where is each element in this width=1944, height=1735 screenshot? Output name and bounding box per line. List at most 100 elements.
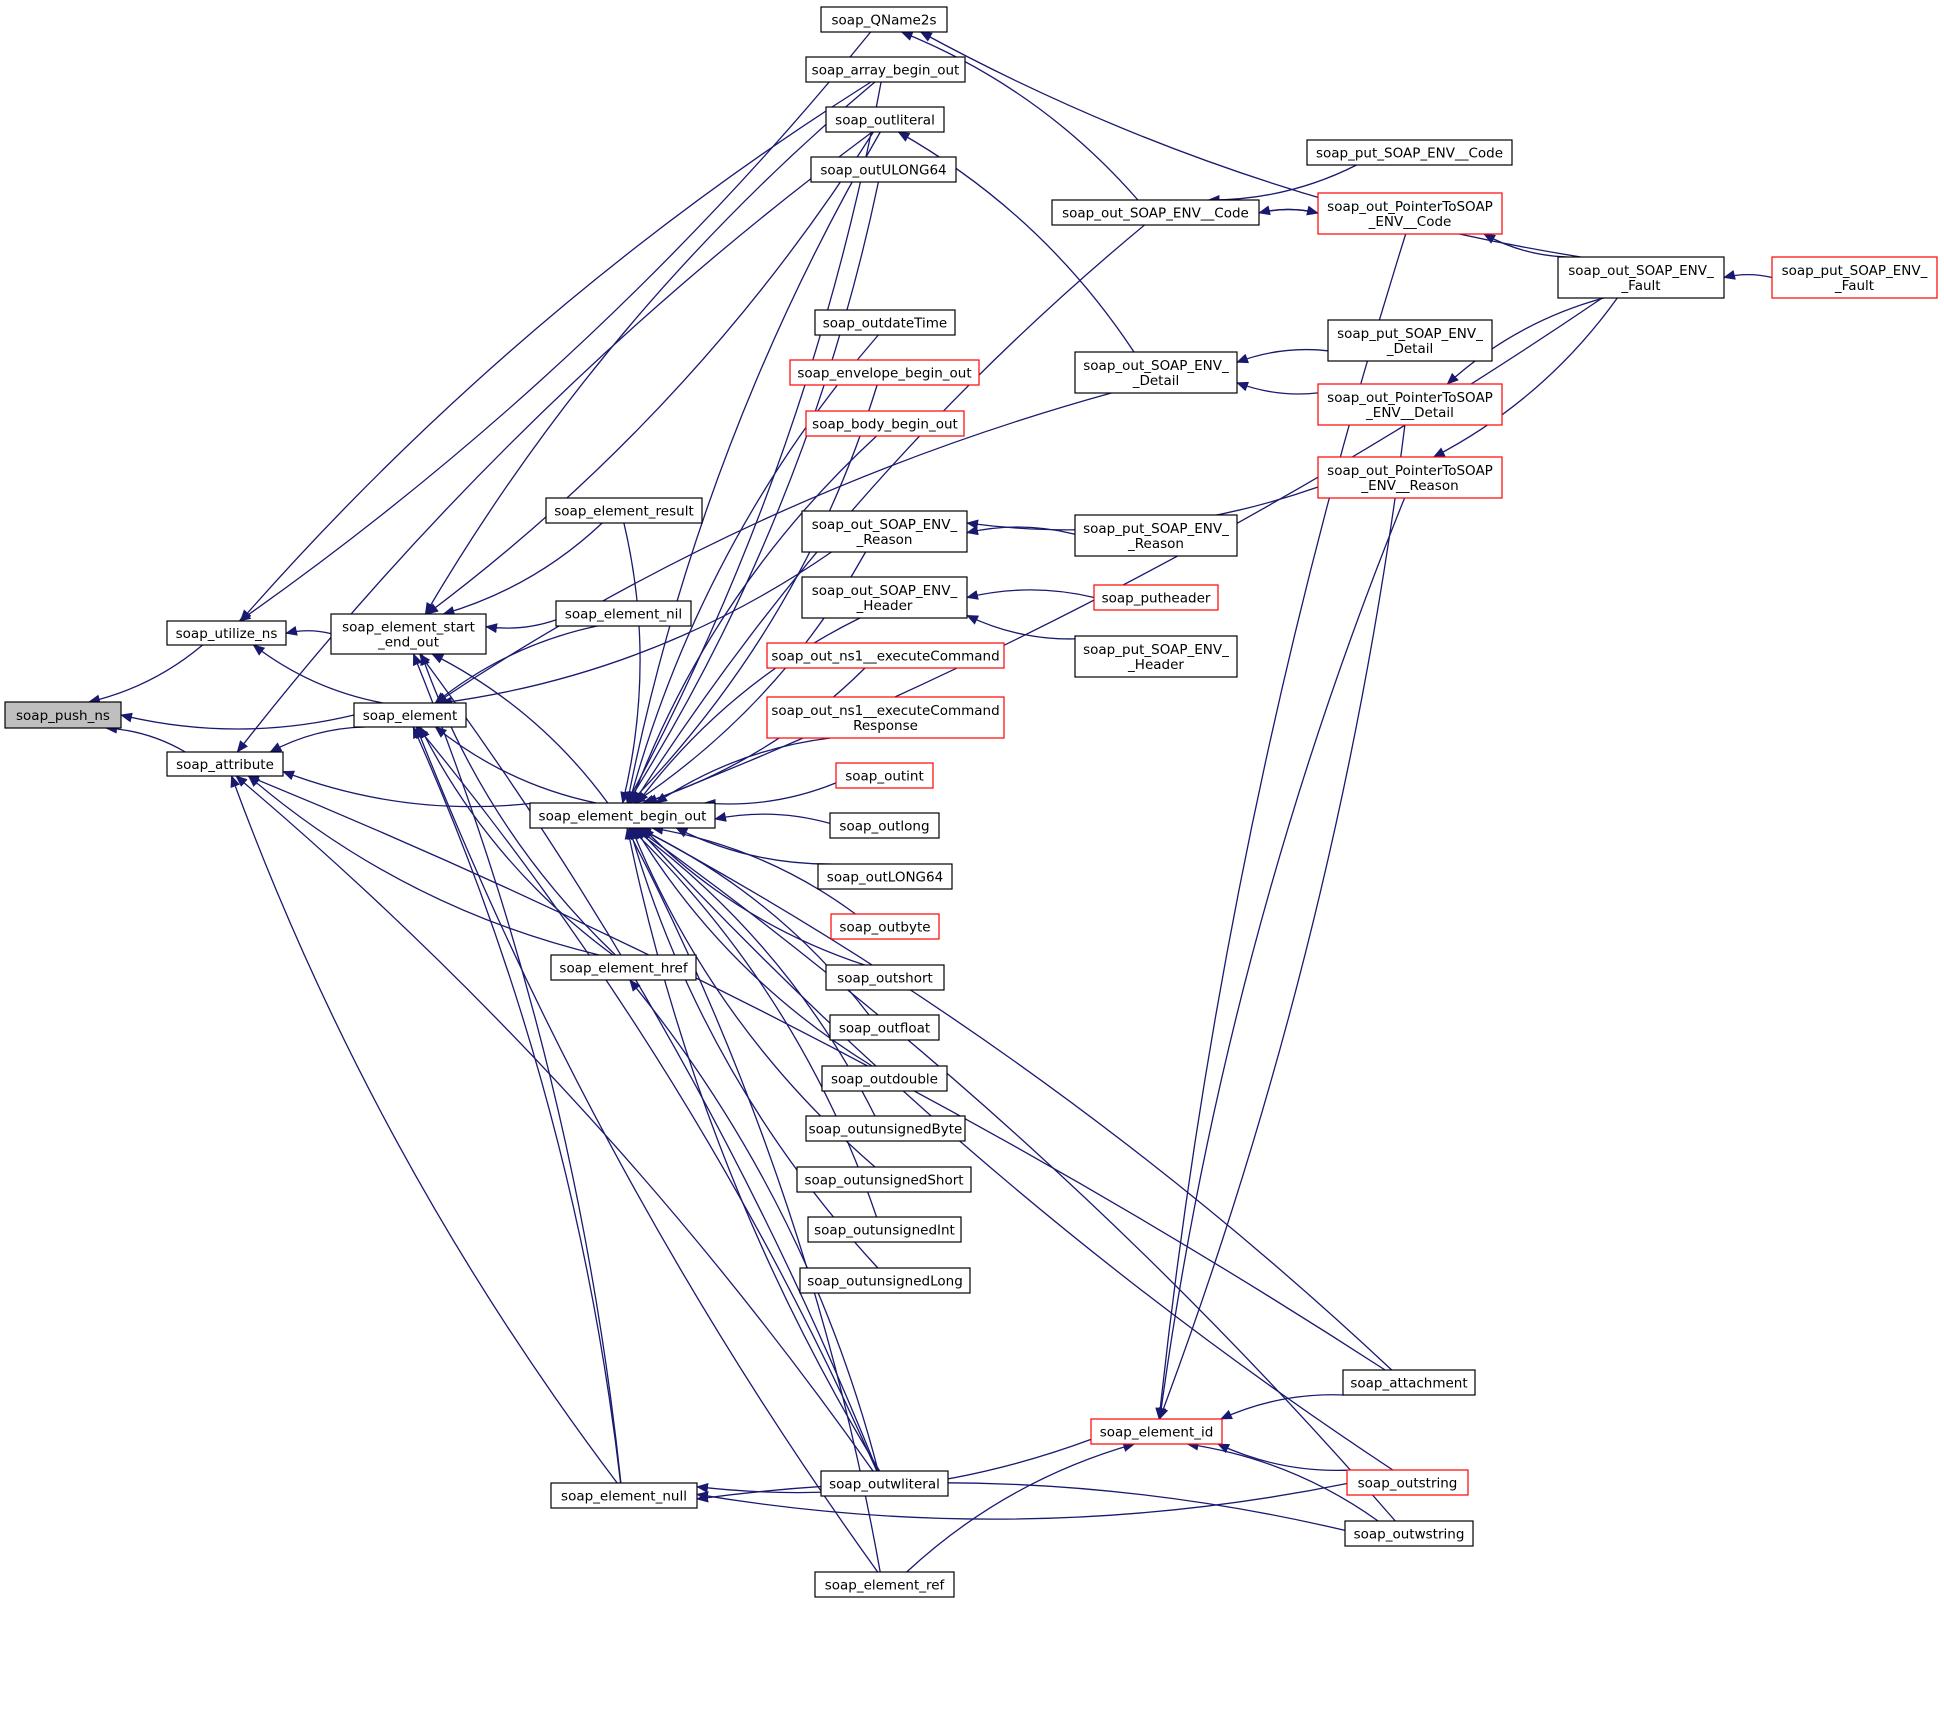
node-outlong[interactable]: soap_outlong — [829, 812, 940, 839]
edge-outdouble-to-begin_out — [634, 827, 873, 1067]
node-push-ns[interactable]: soap_push_ns — [4, 701, 122, 729]
node-box — [166, 620, 287, 646]
edge-out_detail-to-outliteral — [897, 131, 1135, 353]
node-qname2s[interactable]: soap_QName2s — [820, 6, 948, 33]
edge-ptr_detail-to-element_id — [1158, 424, 1406, 1420]
node-outULONG64[interactable]: soap_outULONG64 — [810, 156, 957, 183]
node-element[interactable]: soap_element — [353, 702, 467, 728]
node-box — [799, 1267, 971, 1294]
node-outLONG64[interactable]: soap_outLONG64 — [817, 863, 953, 890]
edge-begin_out-to-attribute — [282, 770, 531, 808]
node-box — [545, 497, 703, 524]
edge-out_fault-to-qname2s — [919, 31, 1582, 258]
node-element-href[interactable]: soap_element_href — [550, 954, 697, 981]
node-out-fault[interactable]: soap_out_SOAP_ENV__Fault — [1557, 256, 1725, 299]
node-outliteral[interactable]: soap_outliteral — [825, 106, 945, 133]
edge-putheader-to-out_header — [966, 589, 1095, 600]
node-outstring[interactable]: soap_outstring — [1346, 1469, 1469, 1496]
node-ptr-code[interactable]: soap_out_PointerToSOAP_ENV__Code — [1317, 192, 1503, 235]
node-out-code[interactable]: soap_out_SOAP_ENV__Code — [1051, 199, 1260, 226]
node-putheader[interactable]: soap_putheader — [1093, 584, 1219, 611]
edge-outwstring-to-element_null — [696, 1482, 1346, 1532]
node-element-id[interactable]: soap_element_id — [1090, 1418, 1223, 1445]
node-body-begin-out[interactable]: soap_body_begin_out — [805, 410, 965, 437]
node-box — [1051, 199, 1260, 226]
node-label: soap_out_ns1__executeCommand — [771, 649, 999, 665]
node-box — [817, 863, 953, 890]
edge-outint-to-begin_out — [703, 782, 837, 809]
node-box — [1557, 256, 1725, 299]
edge-element_result-to-begin_out — [620, 522, 641, 804]
edge-outwliteral-to-element — [416, 726, 878, 1472]
edge-put_header-to-out_header — [966, 614, 1076, 640]
node-label: soap_array_begin_out — [812, 63, 960, 79]
edge-element_ref-to-element_id — [906, 1442, 1136, 1573]
node-envelope-begin-out[interactable]: soap_envelope_begin_out — [789, 359, 980, 386]
node-label: _ENV__Code — [1368, 214, 1452, 230]
node-put-code[interactable]: soap_put_SOAP_ENV__Code — [1306, 139, 1513, 166]
node-box — [550, 954, 697, 981]
edge-out_ns1_cmd_resp-to-begin_out — [655, 737, 831, 804]
node-out-reason[interactable]: soap_out_SOAP_ENV__Reason — [801, 510, 968, 553]
edge-outliteral-to-begin_out — [624, 131, 881, 804]
edge-element_nil-to-start_end_out — [485, 619, 557, 634]
edge-outliteral-to-attribute — [236, 131, 873, 753]
node-outbyte[interactable]: soap_outbyte — [830, 913, 940, 940]
node-label: soap_element_nil — [565, 607, 682, 623]
node-outshort[interactable]: soap_outshort — [825, 964, 945, 991]
node-outfloat[interactable]: soap_outfloat — [829, 1014, 940, 1041]
node-ptr-detail[interactable]: soap_out_PointerToSOAP_ENV__Detail — [1317, 383, 1503, 426]
node-box — [796, 1166, 972, 1193]
node-array-begin-out[interactable]: soap_array_begin_out — [805, 56, 966, 83]
edge-out_fault-to-ptr_reason — [1432, 297, 1618, 458]
node-box — [820, 6, 948, 33]
edge-element_nil-to-element — [434, 625, 598, 704]
node-element-result[interactable]: soap_element_result — [545, 497, 703, 524]
node-outdateTime[interactable]: soap_outdateTime — [814, 309, 956, 336]
node-box — [805, 1115, 966, 1142]
node-out-ns1-cmd[interactable]: soap_out_ns1__executeCommand — [766, 642, 1005, 669]
edge-attachment-to-element_id — [1219, 1394, 1345, 1420]
node-put-fault[interactable]: soap_put_SOAP_ENV__Fault — [1771, 256, 1938, 299]
node-ptr-reason[interactable]: soap_out_PointerToSOAP_ENV__Reason — [1317, 456, 1503, 499]
edge-outwstring-to-begin_out — [635, 827, 1396, 1522]
node-attachment[interactable]: soap_attachment — [1342, 1369, 1476, 1396]
node-element-nil[interactable]: soap_element_nil — [555, 600, 692, 627]
node-box — [555, 600, 692, 627]
node-outunsignedInt[interactable]: soap_outunsignedInt — [807, 1216, 962, 1243]
edge-outwliteral-to-begin_out — [624, 827, 881, 1472]
node-outint[interactable]: soap_outint — [835, 762, 934, 789]
edge-outwliteral-to-start_end_out — [419, 653, 879, 1472]
node-outwstring[interactable]: soap_outwstring — [1344, 1520, 1474, 1547]
edge-attribute-to-push_ns — [105, 723, 186, 753]
node-label: soap_out_SOAP_ENV_ — [812, 583, 958, 599]
node-start-end-out[interactable]: soap_element_start_end_out — [330, 613, 487, 655]
node-label: soap_out_PointerToSOAP — [1327, 463, 1493, 479]
edge-out_header-to-begin_out — [636, 617, 861, 804]
node-outdouble[interactable]: soap_outdouble — [821, 1065, 948, 1092]
node-outunsignedLong[interactable]: soap_outunsignedLong — [799, 1267, 971, 1294]
node-attribute[interactable]: soap_attribute — [166, 751, 284, 777]
edge-out_code-to-ptr_code — [1258, 205, 1319, 216]
node-outunsignedShort[interactable]: soap_outunsignedShort — [796, 1166, 972, 1193]
node-put-header[interactable]: soap_put_SOAP_ENV__Header — [1074, 635, 1238, 678]
node-label: soap_outwliteral — [829, 1477, 940, 1493]
node-element-ref[interactable]: soap_element_ref — [814, 1571, 955, 1598]
node-label: _Fault — [1620, 278, 1660, 294]
node-utilize-ns[interactable]: soap_utilize_ns — [166, 620, 287, 646]
node-begin-out[interactable]: soap_element_begin_out — [529, 802, 716, 829]
node-put-detail[interactable]: soap_put_SOAP_ENV__Detail — [1327, 319, 1493, 362]
node-element-null[interactable]: soap_element_null — [550, 1482, 698, 1509]
node-put-reason[interactable]: soap_put_SOAP_ENV__Reason — [1074, 514, 1238, 557]
node-out-header[interactable]: soap_out_SOAP_ENV__Header — [801, 576, 968, 619]
node-outunsignedByte[interactable]: soap_outunsignedByte — [805, 1115, 966, 1142]
node-box — [1074, 514, 1238, 557]
edge-array_begin_out-to-begin_out — [626, 81, 882, 804]
node-box — [1344, 1520, 1474, 1547]
node-outwliteral[interactable]: soap_outwliteral — [820, 1470, 949, 1497]
node-box — [330, 613, 487, 655]
node-label: soap_put_SOAP_ENV_ — [1083, 642, 1229, 658]
node-out-detail[interactable]: soap_out_SOAP_ENV__Detail — [1074, 351, 1238, 394]
